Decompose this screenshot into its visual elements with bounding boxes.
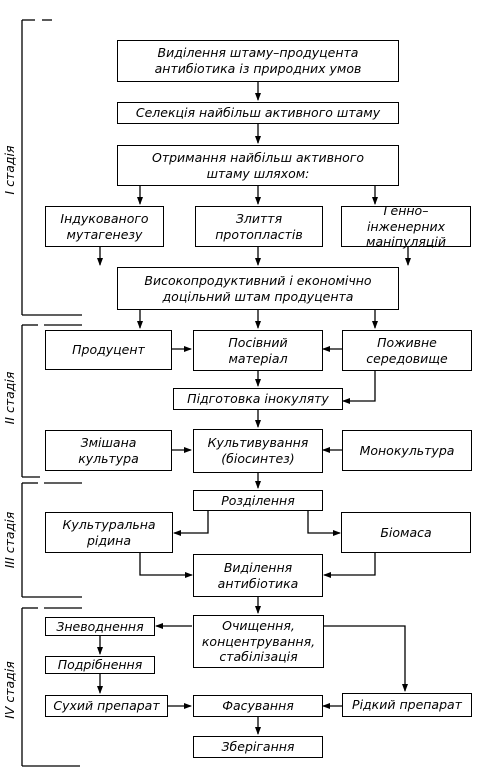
box-storage: Зберігання: [193, 736, 323, 758]
box-monoculture: Монокультура: [342, 430, 472, 471]
stage-label-1: I стадія: [2, 145, 17, 195]
stage-brackets: [21, 19, 82, 767]
box-genetic-engineering: Генно–інженерних маніпуляцій: [341, 203, 471, 249]
box-obtaining: Отримання найбільш активного штаму шляхо…: [117, 145, 399, 186]
box-purification: Очищення, концентрування, стабілізація: [193, 615, 324, 668]
box-grinding: Подрібнення: [45, 656, 155, 674]
box-mixed-culture: Змішана культура: [45, 430, 172, 471]
box-cultivation: Культивування (біосинтез): [193, 429, 323, 473]
box-protoplast-fusion: Злиття протопластів: [195, 206, 323, 247]
box-mutagenesis: Індукованого мутагенезу: [45, 206, 164, 247]
box-nutrient-medium: Поживне середовище: [342, 330, 472, 371]
box-productive-strain: Високопродуктивний і економічно доцільни…: [117, 267, 399, 310]
box-seed-material: Посівний матеріал: [193, 330, 323, 371]
box-producer: Продуцент: [45, 330, 172, 370]
box-strain-isolation: Виділення штаму–продуцента антибіотика і…: [117, 40, 399, 82]
box-biomass: Біомаса: [341, 512, 471, 553]
box-inoculum-prep: Підготовка інокуляту: [173, 388, 343, 410]
stage-label-3: III стадія: [2, 511, 17, 569]
box-packaging: Фасування: [193, 695, 323, 717]
box-dehydration: Зневоднення: [45, 617, 155, 636]
box-separation: Розділення: [193, 490, 323, 511]
box-culture-liquid: Культуральна рідина: [45, 512, 173, 553]
stage-label-4: IV стадія: [2, 661, 17, 719]
box-dry-preparation: Сухий препарат: [45, 695, 168, 717]
box-selection: Селекція найбільш активного штаму: [117, 102, 399, 124]
box-liquid-preparation: Рідкий препарат: [342, 693, 472, 717]
stage-label-2: II стадія: [2, 371, 17, 425]
box-antibiotic-isolation: Виділення антибіотика: [193, 554, 323, 597]
